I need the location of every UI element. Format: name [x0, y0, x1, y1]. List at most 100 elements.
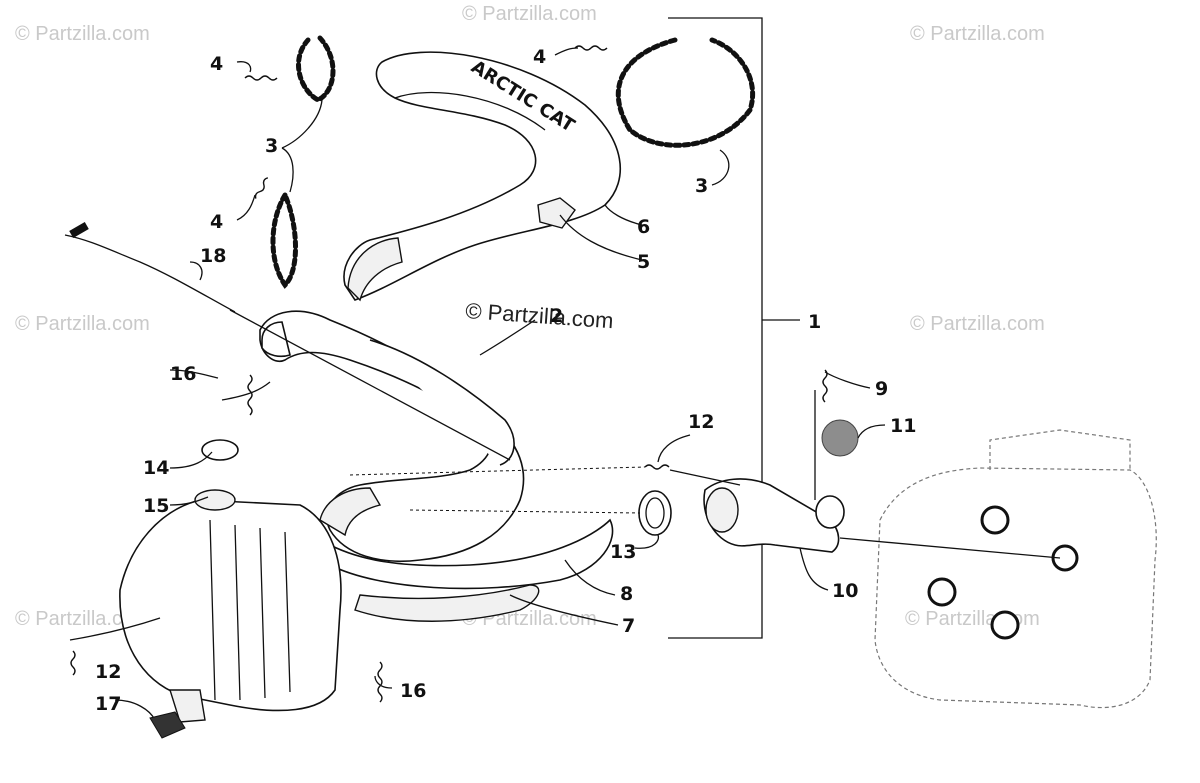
callout-7: 7	[622, 615, 635, 637]
muffler	[119, 489, 342, 723]
leader-4c	[236, 194, 256, 221]
spring-12-center	[644, 464, 670, 470]
engine-head-outline	[989, 429, 1131, 470]
muffler-body	[119, 499, 342, 712]
exhaust-manifold	[703, 478, 845, 553]
watermark-top-right: © Partzilla.com	[910, 23, 1045, 45]
callout-16a: 16	[170, 363, 196, 385]
callout-4b: 4	[533, 46, 546, 68]
mounting-chain-right	[615, 37, 756, 148]
leader-3a1	[281, 99, 323, 149]
sensor-line	[229, 309, 511, 461]
heat-shield-decal	[537, 197, 576, 229]
engine-block-outline	[874, 467, 1157, 709]
expansion-chamber-upper	[369, 339, 515, 466]
align-12	[349, 466, 646, 476]
callout-11: 11	[890, 415, 916, 437]
align-10	[839, 537, 1061, 559]
sensor-connector	[69, 222, 89, 238]
leader-16b	[374, 675, 393, 689]
callout-8: 8	[620, 583, 633, 605]
heat-shield-ridge	[394, 91, 546, 131]
leader-2	[479, 319, 536, 356]
callout-4c: 4	[210, 211, 223, 233]
muffler-inlet	[194, 489, 236, 511]
callout-17: 17	[95, 693, 121, 715]
watermark-mid-right: © Partzilla.com	[910, 313, 1045, 335]
callout-15: 15	[143, 495, 169, 517]
leader-16a	[169, 369, 219, 379]
watermark-low-left: © Partzilla.com	[15, 608, 150, 630]
leader-3a2	[281, 147, 294, 193]
callout-5: 5	[637, 251, 650, 273]
watermark-top-center: © Partzilla.com	[462, 3, 597, 25]
spring-4-top	[244, 75, 278, 81]
callout-6: 6	[637, 216, 650, 238]
gasket-13-inner	[645, 497, 665, 529]
leader-6	[604, 204, 643, 226]
engine-port-4	[990, 610, 1020, 640]
spring-16-left	[247, 374, 253, 416]
engine-port-1	[980, 505, 1010, 535]
heat-shield-body	[343, 51, 622, 301]
leader-12b	[69, 617, 161, 641]
engine-reference	[874, 429, 1157, 709]
callout-13: 13	[610, 541, 636, 563]
leader-12a	[657, 434, 691, 463]
watermark-low-right: © Partzilla.com	[905, 608, 1040, 630]
leader-11	[857, 424, 886, 439]
watermark-center: © Partzilla.com	[465, 298, 615, 333]
callout-10: 10	[832, 580, 858, 602]
leader-9	[824, 371, 871, 389]
leader-13	[634, 534, 660, 549]
group-bracket	[668, 17, 763, 639]
align-13	[409, 509, 641, 514]
expansion-chamber-shield	[329, 518, 614, 590]
sensor-cable	[64, 234, 236, 313]
callout-2: 2	[550, 305, 563, 327]
callout-12b: 12	[95, 661, 121, 683]
expansion-chamber-guard	[354, 584, 540, 622]
leader-18	[189, 261, 203, 281]
callout-1: 1	[808, 311, 821, 333]
leader-15	[169, 496, 209, 506]
drain-plug	[149, 711, 186, 739]
heat-shield-cover: ARCTIC CAT	[343, 51, 622, 302]
callout-9: 9	[875, 378, 888, 400]
align-12b	[669, 469, 741, 486]
leader-3b	[711, 149, 730, 186]
leader-4a	[236, 61, 252, 73]
gasket-14	[201, 439, 239, 461]
callout-18: 18	[200, 245, 226, 267]
muffler-drain-bracket	[169, 689, 206, 723]
exhaust-plug	[821, 419, 859, 457]
manifold-port	[815, 495, 845, 529]
callouts: 1 2 3 3 4 4 4 5 6 7 8 9 10 11 12 12 13 1…	[95, 46, 916, 715]
leader-8	[564, 559, 616, 596]
callout-3a: 3	[265, 135, 278, 157]
spring-12-left	[70, 650, 76, 676]
spring-9	[822, 369, 828, 403]
leader-4b	[554, 47, 579, 56]
spring-16-bottom	[377, 661, 383, 703]
callout-12a: 12	[688, 411, 714, 433]
leader-10	[799, 547, 829, 591]
callout-16b: 16	[400, 680, 426, 702]
callout-4a: 4	[210, 53, 223, 75]
leader-16a-b	[221, 381, 271, 401]
callout-14: 14	[143, 457, 169, 479]
manifold-body	[703, 478, 840, 553]
leader-7	[509, 594, 619, 626]
spring-4-right	[574, 45, 608, 51]
leader-14	[169, 451, 213, 469]
muffler-ribs	[209, 519, 291, 701]
spring-4-mid	[254, 177, 269, 199]
engine-port-3	[927, 577, 957, 607]
expansion-chamber-inlet	[319, 487, 382, 537]
watermark-mid-left: © Partzilla.com	[15, 313, 150, 335]
mounting-chain-lower-left	[270, 192, 298, 289]
mounting-chain-upper-left	[296, 35, 336, 103]
manifold-outlet	[705, 487, 739, 533]
callout-3b: 3	[695, 175, 708, 197]
